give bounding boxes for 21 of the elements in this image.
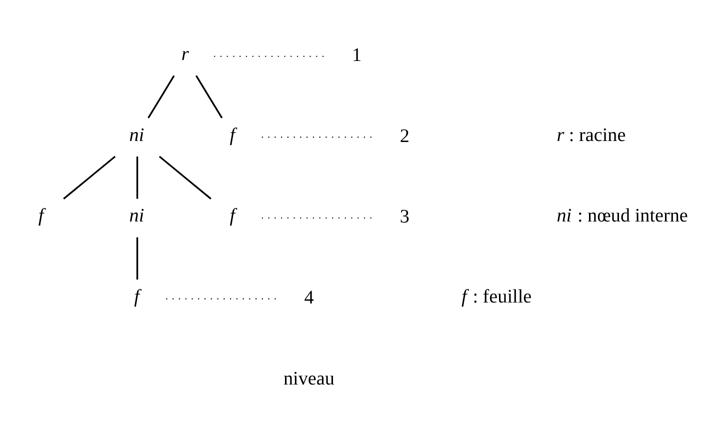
node-text: f bbox=[230, 205, 236, 226]
node-text: ni bbox=[129, 124, 144, 146]
node-text: f bbox=[230, 124, 236, 146]
label: niveau bbox=[283, 368, 334, 389]
node-text: f bbox=[38, 205, 44, 226]
label: f : feuille bbox=[462, 286, 532, 307]
connector bbox=[63, 155, 116, 199]
node-text: ni bbox=[129, 205, 144, 226]
connector bbox=[158, 155, 212, 199]
connector bbox=[148, 74, 175, 118]
node-text: f bbox=[134, 286, 140, 307]
connector bbox=[196, 74, 223, 118]
node-text: 3 bbox=[400, 206, 410, 228]
node-text: 2 bbox=[400, 125, 410, 146]
label: ni : nœud interne bbox=[556, 205, 688, 226]
label: r : racine bbox=[556, 124, 626, 146]
node-text: 1 bbox=[352, 44, 362, 66]
connector bbox=[136, 156, 138, 198]
connector bbox=[136, 236, 138, 280]
node-text: r bbox=[181, 44, 189, 65]
node-text: 4 bbox=[304, 286, 314, 308]
